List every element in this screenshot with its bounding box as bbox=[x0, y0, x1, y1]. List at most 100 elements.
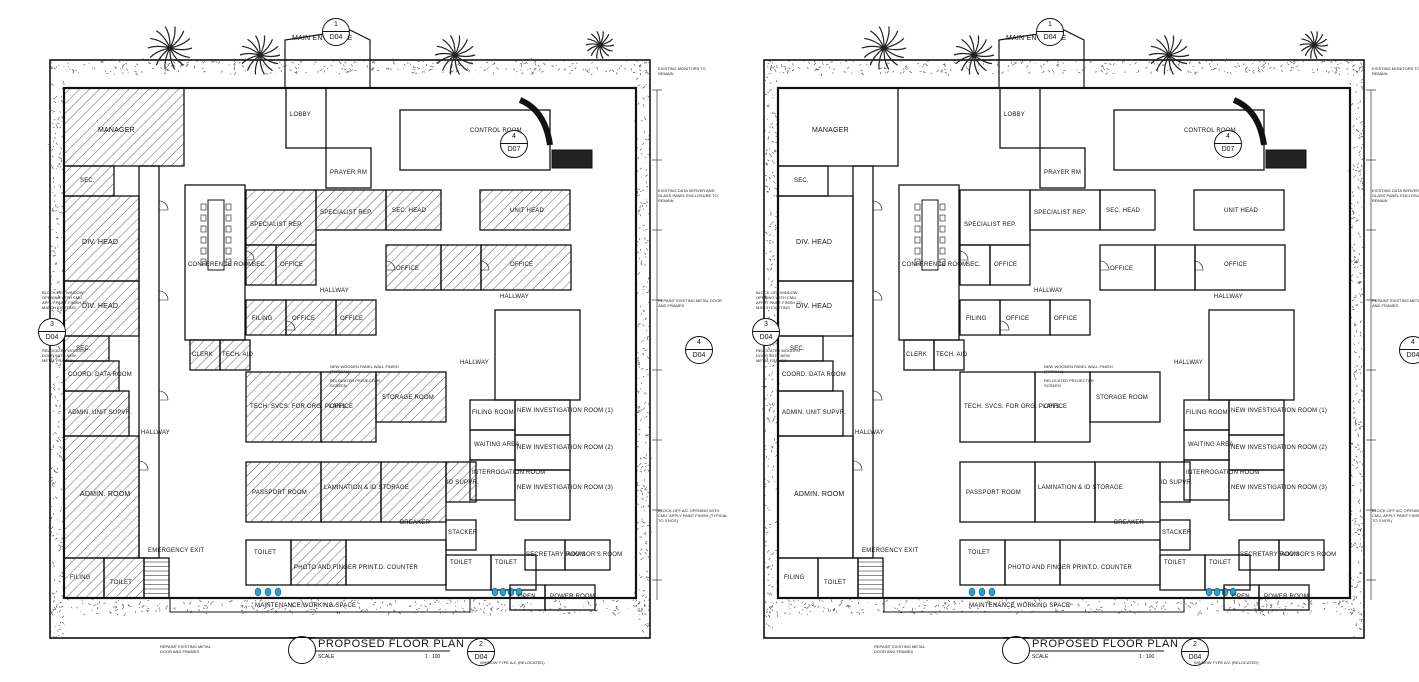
annotation-new-wooden-panel: NEW WOODEN PANEL WALL FINISH (TYPICAL) bbox=[330, 364, 400, 374]
chair bbox=[915, 248, 920, 254]
room-label-div-head1: DIV. HEAD bbox=[82, 240, 118, 246]
room-label-div-head1: DIV. HEAD bbox=[796, 240, 832, 246]
annotation-repaint-metal: REPAINT EXISTING METAL DOOR AND FRAMES bbox=[658, 298, 728, 308]
room-label-sec-head: SEC. HEAD bbox=[1106, 208, 1140, 214]
room-stair bbox=[858, 558, 883, 598]
annotation-block-off-ac: BLOCK-OFF A/C OPENING WITH CMU, APPLY PA… bbox=[658, 508, 728, 523]
room-new-inv-1 bbox=[1229, 400, 1284, 435]
room-new-inv-3 bbox=[1229, 470, 1284, 520]
toilet-fixture-icon bbox=[1222, 588, 1228, 596]
annotation-repaint-metal: REPAINT EXISTING METAL DOOR AND FRAMES bbox=[1372, 298, 1419, 308]
chair bbox=[201, 248, 206, 254]
section-marker-icon-number: 4 bbox=[1215, 131, 1241, 143]
room-label-unit-head: UNIT HEAD bbox=[510, 208, 544, 214]
room-label-filing-room: FILING ROOM bbox=[1186, 410, 1228, 416]
chair bbox=[940, 226, 945, 232]
room-label-coord: COORD. DATA ROOM bbox=[68, 372, 132, 378]
room-label-tech-aid: TECH. AID bbox=[936, 352, 967, 358]
scale-value: 1 : 100 bbox=[425, 654, 440, 660]
section-marker-icon-sheet: D07 bbox=[501, 143, 527, 156]
section-marker-icon: 1D04 bbox=[322, 18, 350, 46]
chair bbox=[201, 237, 206, 243]
palm-tree-icon bbox=[954, 36, 994, 75]
room-label-tech-aid: TECH. AID bbox=[222, 352, 253, 358]
room-label-sec-head: SEC. HEAD bbox=[392, 208, 426, 214]
room-label-open: OPEN bbox=[518, 594, 536, 600]
room-label-filing2: FILING bbox=[784, 575, 805, 581]
toilet-fixture-icon bbox=[255, 588, 261, 596]
room-new-inv-1 bbox=[515, 400, 570, 435]
room-photo bbox=[1005, 540, 1060, 585]
room-toilet-1 bbox=[104, 558, 144, 598]
room-label-office6: OFFICE bbox=[1224, 262, 1247, 268]
room-office-large bbox=[1209, 310, 1294, 400]
room-label-new-inv2: NEW INVESTIGATION ROOM (2) bbox=[1231, 445, 1327, 451]
room-label-hallway1: HALLWAY bbox=[141, 430, 170, 436]
room-label-toilet1: TOILET bbox=[110, 580, 132, 586]
planter-strip bbox=[769, 58, 1366, 76]
section-marker-icon-number: 1 bbox=[1037, 19, 1063, 31]
hallway-vertical bbox=[853, 166, 873, 558]
door-swing bbox=[873, 291, 882, 300]
annotation-existing-data-server: EXISTING DATA SERVER AND GLASS PANEL ENC… bbox=[1372, 188, 1419, 203]
floor-plan-drawing-left bbox=[0, 0, 700, 682]
annotation-existing-monitors: EXISTING MONITORS TO REMAIN bbox=[658, 66, 718, 76]
room-new-inv-3 bbox=[515, 470, 570, 520]
chair bbox=[226, 204, 231, 210]
room-label-maintenance: MAINTENANCE WORKING SPACE bbox=[969, 603, 1070, 609]
section-marker-icon-number: 4 bbox=[686, 337, 712, 349]
room-hall-s bbox=[441, 245, 481, 290]
annotation-relocated-wooden: RELOCATED WOODEN DOOR WITH NEW METAL FRA… bbox=[42, 348, 88, 363]
room-label-hallway1: HALLWAY bbox=[855, 430, 884, 436]
scale-label: SCALE bbox=[318, 654, 334, 660]
chair bbox=[201, 204, 206, 210]
toilet-fixture-icon bbox=[275, 588, 281, 596]
annotation-relocated-projector: RELOCATED PROJECTOR SCREEN bbox=[1044, 378, 1104, 388]
room-label-open: OPEN bbox=[1232, 594, 1250, 600]
section-marker-icon-number: 2 bbox=[1182, 639, 1208, 651]
section-marker-icon: 4D04 bbox=[685, 336, 713, 364]
room-label-new-inv2: NEW INVESTIGATION ROOM (2) bbox=[517, 445, 613, 451]
room-label-emergency: EMERGENCY EXIT bbox=[148, 548, 204, 554]
room-label-toilet3: TOILET bbox=[1164, 560, 1186, 566]
chair bbox=[915, 215, 920, 221]
room-label-filing: FILING bbox=[252, 316, 273, 322]
toilet-fixture-icon bbox=[1206, 588, 1212, 596]
room-id-counter bbox=[1060, 540, 1160, 585]
room-prayer bbox=[326, 148, 371, 188]
room-label-manager: MANAGER bbox=[98, 128, 135, 134]
conference-table bbox=[922, 200, 938, 270]
room-label-hallway3: HALLWAY bbox=[500, 294, 529, 300]
annotation-existing-data-server: EXISTING DATA SERVER AND GLASS PANEL ENC… bbox=[658, 188, 728, 203]
data-server-enclosure bbox=[552, 150, 592, 168]
room-label-new-inv3: NEW INVESTIGATION ROOM (3) bbox=[1231, 485, 1327, 491]
chair bbox=[940, 248, 945, 254]
room-label-sec1: SEC. bbox=[794, 178, 809, 184]
room-label-advisors: ADVISOR'S ROOM bbox=[567, 552, 622, 558]
room-label-conference: CONFERENCE ROOM bbox=[188, 262, 253, 268]
room-label-lobby: LOBBY bbox=[1004, 112, 1025, 118]
door-swing bbox=[873, 391, 882, 400]
room-toilet-2 bbox=[246, 540, 291, 585]
section-marker-icon-number: 2 bbox=[468, 639, 494, 651]
section-marker-icon-sheet: D04 bbox=[1400, 349, 1419, 362]
room-label-id-supvr: ID SUPVR. bbox=[447, 480, 479, 486]
chair bbox=[226, 248, 231, 254]
room-label-hallway4: HALLWAY bbox=[1174, 360, 1203, 366]
drawing-title: PROPOSED FLOOR PLAN bbox=[318, 638, 465, 650]
room-label-maintenance: MAINTENANCE WORKING SPACE bbox=[255, 603, 356, 609]
door-swing bbox=[853, 461, 862, 470]
room-label-power: POWER ROOM bbox=[1264, 594, 1309, 600]
annotation-repaint-metal: REPAINT EXISTING METAL DOOR AND FRAMES bbox=[160, 644, 220, 654]
room-label-admin-unit: ADMIN. UNIT SUPVR. bbox=[782, 410, 846, 416]
room-label-advisors: ADVISOR'S ROOM bbox=[1281, 552, 1336, 558]
chair bbox=[915, 237, 920, 243]
room-lamination bbox=[321, 462, 381, 522]
chair bbox=[915, 204, 920, 210]
floor-plan-sheet-left: MAIN ENTRANCEMANAGERSEC.DIV. HEADDIV. HE… bbox=[0, 0, 700, 682]
chair bbox=[226, 237, 231, 243]
room-label-breaker: BREAKER bbox=[1114, 520, 1144, 526]
section-marker-icon-sheet: D04 bbox=[1037, 31, 1063, 44]
toilet-fixture-icon bbox=[989, 588, 995, 596]
door-swing bbox=[159, 201, 168, 210]
